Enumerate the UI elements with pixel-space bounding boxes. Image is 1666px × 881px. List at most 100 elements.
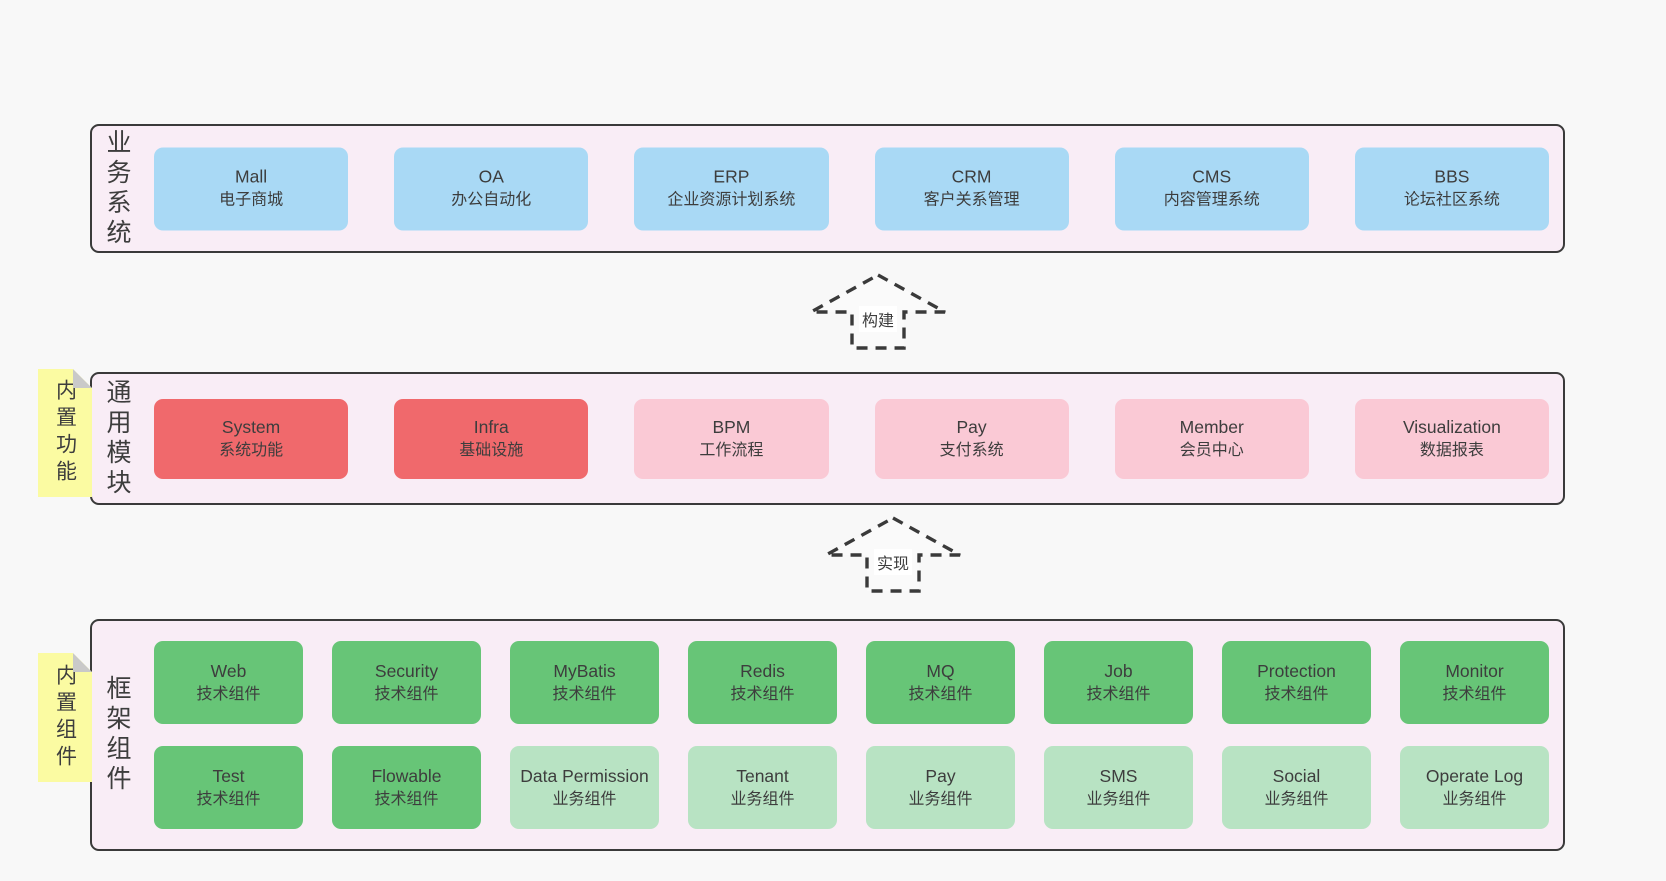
box-subtitle: 电子商城 xyxy=(219,191,284,209)
box-subtitle: 业务组件 xyxy=(908,790,973,808)
box-title: Data Permission xyxy=(520,765,649,786)
box-social: Social 业务组件 xyxy=(1222,746,1371,829)
box-title: System xyxy=(221,416,281,437)
box-subtitle: 技术组件 xyxy=(374,685,439,703)
box-title: Job xyxy=(1104,660,1133,681)
box-title: Social xyxy=(1272,765,1321,786)
box-title: Redis xyxy=(740,660,785,681)
box-title: Test xyxy=(212,765,245,786)
box-mq: MQ 技术组件 xyxy=(866,641,1015,724)
box-title: CRM xyxy=(951,166,992,187)
box-subtitle: 业务组件 xyxy=(1264,790,1329,808)
box-subtitle: 企业资源计划系统 xyxy=(667,191,796,209)
box-subtitle: 会员中心 xyxy=(1179,441,1244,459)
box-pay-system: Pay 支付系统 xyxy=(874,398,1069,479)
box-title: Pay xyxy=(925,765,956,786)
box-visualization: Visualization 数据报表 xyxy=(1354,398,1549,479)
box-title: ERP xyxy=(713,166,750,187)
arrow-implement: 实现 xyxy=(823,514,963,594)
box-title: BPM xyxy=(712,416,751,437)
box-subtitle: 客户关系管理 xyxy=(923,191,1020,209)
layer-business-systems: 业务系统 Mall 电子商城 OA 办公自动化 ERP 企业资源计划系统 CRM… xyxy=(90,124,1565,253)
box-protection: Protection 技术组件 xyxy=(1222,641,1371,724)
arrow-implement-label: 实现 xyxy=(873,549,913,575)
box-sms: SMS 业务组件 xyxy=(1044,746,1193,829)
box-title: Web xyxy=(210,660,247,681)
box-member: Member 会员中心 xyxy=(1114,398,1309,479)
box-subtitle: 技术组件 xyxy=(1264,685,1329,703)
box-oa: OA 办公自动化 xyxy=(394,147,589,230)
box-pay-component: Pay 业务组件 xyxy=(866,746,1015,829)
box-subtitle: 支付系统 xyxy=(939,441,1004,459)
box-security: Security 技术组件 xyxy=(332,641,481,724)
box-job: Job 技术组件 xyxy=(1044,641,1193,724)
box-subtitle: 基础设施 xyxy=(459,441,524,459)
box-title: Member xyxy=(1179,416,1244,437)
box-title: Infra xyxy=(473,416,509,437)
box-system: System 系统功能 xyxy=(154,398,349,479)
box-subtitle: 业务组件 xyxy=(1442,790,1507,808)
layer-common-modules: 通用模块 System 系统功能 Infra 基础设施 BPM 工作流程 Pay… xyxy=(90,372,1565,505)
note-builtin-functions: 内置功能 xyxy=(38,369,92,497)
box-title: SMS xyxy=(1099,765,1138,786)
box-title: OA xyxy=(478,166,504,187)
box-operate-log: Operate Log 业务组件 xyxy=(1400,746,1549,829)
box-data-permission: Data Permission 业务组件 xyxy=(510,746,659,829)
layer-label-common-modules: 通用模块 xyxy=(103,378,131,499)
box-subtitle: 系统功能 xyxy=(219,441,284,459)
layer-label-framework-components: 框架组件 xyxy=(103,675,131,795)
box-title: Pay xyxy=(956,416,987,437)
box-title: BBS xyxy=(1434,166,1470,187)
business-box-row: Mall 电子商城 OA 办公自动化 ERP 企业资源计划系统 CRM 客户关系… xyxy=(154,147,1549,230)
box-subtitle: 技术组件 xyxy=(908,685,973,703)
layer-label-business-systems: 业务系统 xyxy=(103,128,131,249)
box-mybatis: MyBatis 技术组件 xyxy=(510,641,659,724)
box-title: CMS xyxy=(1192,166,1232,187)
module-box-row: System 系统功能 Infra 基础设施 BPM 工作流程 Pay 支付系统… xyxy=(154,398,1549,479)
box-subtitle: 办公自动化 xyxy=(451,191,532,209)
box-subtitle: 工作流程 xyxy=(699,441,764,459)
box-title: Mall xyxy=(235,166,268,187)
box-subtitle: 技术组件 xyxy=(374,790,439,808)
box-erp: ERP 企业资源计划系统 xyxy=(634,147,829,230)
box-subtitle: 业务组件 xyxy=(552,790,617,808)
box-title: Flowable xyxy=(371,765,442,786)
component-box-grid: Web 技术组件 Security 技术组件 MyBatis 技术组件 Redi… xyxy=(154,641,1549,829)
box-subtitle: 技术组件 xyxy=(730,685,795,703)
box-tenant: Tenant 业务组件 xyxy=(688,746,837,829)
box-title: Security xyxy=(374,660,439,681)
box-title: MQ xyxy=(926,660,955,681)
box-mall: Mall 电子商城 xyxy=(154,147,349,230)
box-title: Protection xyxy=(1257,660,1336,681)
box-subtitle: 技术组件 xyxy=(552,685,617,703)
box-title: Operate Log xyxy=(1425,765,1524,786)
box-title: Visualization xyxy=(1402,416,1501,437)
arrow-build-label: 构建 xyxy=(858,306,898,332)
note-text: 内置功能 xyxy=(53,379,77,487)
box-subtitle: 技术组件 xyxy=(1442,685,1507,703)
box-monitor: Monitor 技术组件 xyxy=(1400,641,1549,724)
box-bpm: BPM 工作流程 xyxy=(634,398,829,479)
box-infra: Infra 基础设施 xyxy=(394,398,589,479)
layer-framework-components: 框架组件 Web 技术组件 Security 技术组件 MyBatis 技术组件… xyxy=(90,619,1565,851)
box-cms: CMS 内容管理系统 xyxy=(1114,147,1309,230)
note-text: 内置组件 xyxy=(53,663,77,772)
arrow-build: 构建 xyxy=(808,271,948,351)
box-test: Test 技术组件 xyxy=(154,746,303,829)
note-builtin-components: 内置组件 xyxy=(38,653,92,782)
box-bbs: BBS 论坛社区系统 xyxy=(1354,147,1549,230)
box-redis: Redis 技术组件 xyxy=(688,641,837,724)
box-subtitle: 业务组件 xyxy=(730,790,795,808)
box-subtitle: 数据报表 xyxy=(1419,441,1484,459)
box-crm: CRM 客户关系管理 xyxy=(874,147,1069,230)
box-web: Web 技术组件 xyxy=(154,641,303,724)
box-subtitle: 技术组件 xyxy=(1086,685,1151,703)
box-title: Tenant xyxy=(736,765,789,786)
box-subtitle: 技术组件 xyxy=(196,790,261,808)
box-subtitle: 技术组件 xyxy=(196,685,261,703)
box-subtitle: 内容管理系统 xyxy=(1163,191,1260,209)
box-flowable: Flowable 技术组件 xyxy=(332,746,481,829)
box-subtitle: 论坛社区系统 xyxy=(1403,191,1500,209)
box-subtitle: 业务组件 xyxy=(1086,790,1151,808)
